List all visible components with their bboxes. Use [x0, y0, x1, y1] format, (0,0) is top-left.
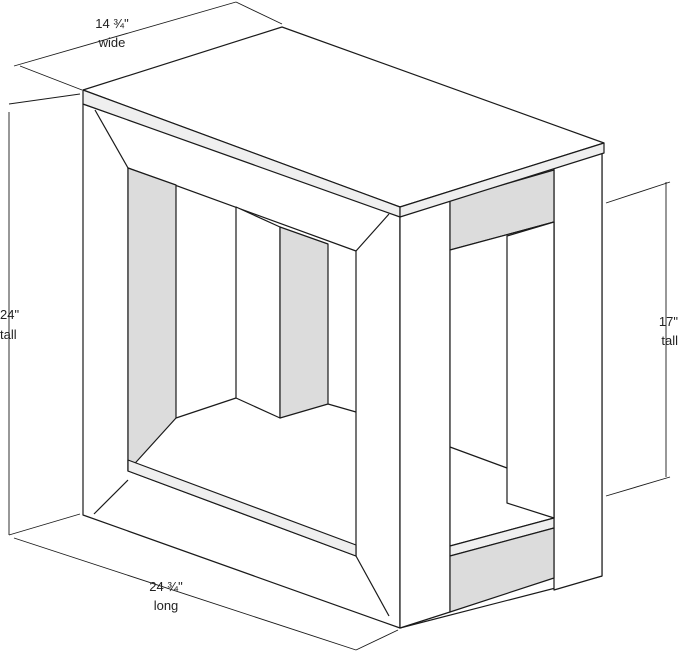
back-leg-visible-front	[235, 206, 281, 419]
height-caption: tall	[0, 327, 17, 342]
length-extension-right	[355, 629, 399, 651]
length-dimension-line	[13, 537, 357, 651]
inner-height-extension-bottom	[605, 476, 671, 497]
inner-height-caption: tall	[661, 333, 678, 348]
inner-height-extension-top	[605, 181, 671, 204]
width-extension-line-left	[19, 65, 83, 91]
height-value: 24"	[0, 307, 19, 322]
bevel-top-right	[355, 213, 390, 252]
right-front-post	[399, 199, 451, 629]
dimension-lines	[8, 1, 671, 651]
height-extension-top	[8, 93, 81, 105]
back-leg-visible-side	[279, 226, 329, 419]
right-opening-inner-leg	[506, 221, 555, 519]
right-rear-post	[553, 152, 603, 591]
length-value: 24 ¾"	[149, 579, 183, 594]
width-extension-line-right	[235, 1, 283, 25]
dimension-labels: 14 ¾" wide 24" tall 24 ¾" long 17" tall	[0, 16, 678, 613]
right-opening-floor-line	[449, 446, 508, 469]
bevel-bottom-left	[93, 479, 129, 515]
width-value: 14 ¾"	[95, 16, 129, 31]
opening-floor-back-edge	[175, 397, 237, 419]
inner-height-value: 17"	[659, 314, 678, 329]
width-dimension-line	[13, 1, 237, 67]
height-extension-bottom	[8, 513, 81, 536]
opening-floor-right-edge	[327, 403, 357, 413]
front-opening-left-inner	[127, 167, 177, 472]
table-top-side-edge	[399, 142, 605, 218]
right-bottom-rail	[449, 527, 555, 613]
bevel-top-left	[94, 109, 129, 169]
length-caption: long	[154, 598, 179, 613]
bevel-bottom-right	[355, 555, 390, 617]
end-table-drawing	[82, 26, 605, 629]
width-caption: wide	[98, 35, 126, 50]
front-opening-bottom-shelf	[127, 459, 357, 557]
